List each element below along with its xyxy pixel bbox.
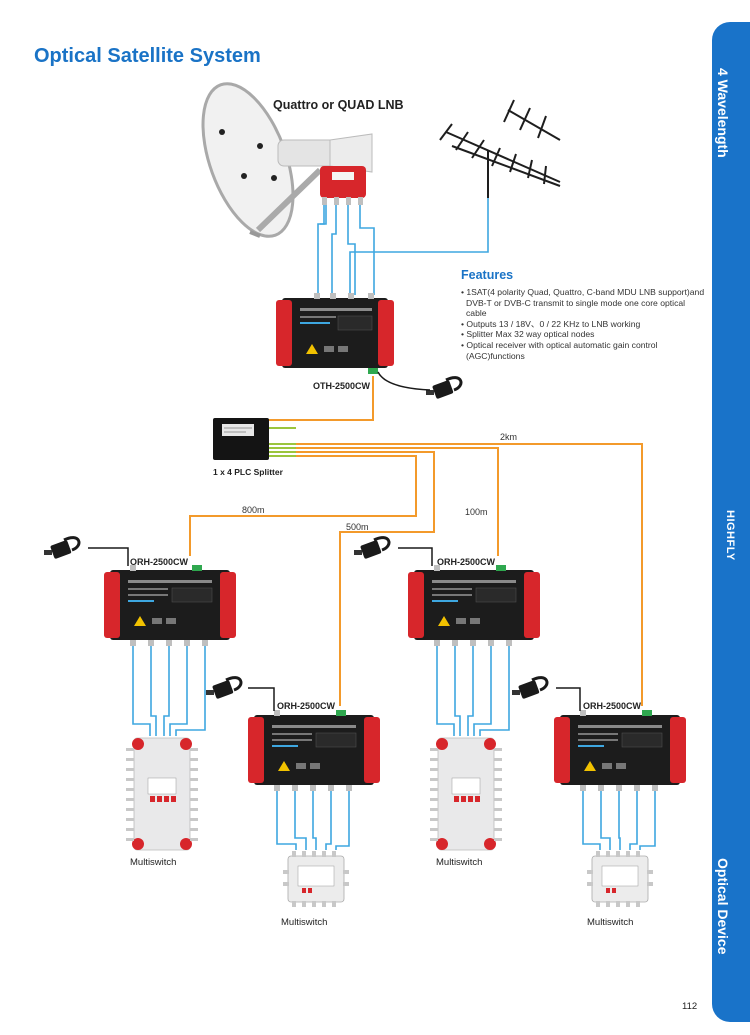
features-list: 1SAT(4 polarity Quad, Quattro, C-band MD… (461, 287, 706, 361)
distance-label-800m: 800m (242, 505, 265, 515)
feature-item: Splitter Max 32 way optical nodes (461, 329, 706, 340)
page-number: 112 (682, 1001, 698, 1012)
multiswitch-large-1 (125, 737, 199, 851)
multiswitch-small-1 (282, 850, 350, 908)
feature-item: Outputs 13 / 18V、0 / 22 KHz to LNB worki… (461, 319, 706, 330)
side-tab-top-text: 4 Wavelength (715, 68, 731, 158)
satellite-dish-icon (201, 82, 323, 238)
distance-label-2km: 2km (500, 432, 518, 442)
receiver-label-3: ORH-2500CW (277, 701, 336, 711)
receiver-label-2: ORH-2500CW (437, 557, 496, 567)
distance-label-500m: 500m (346, 522, 369, 532)
power-cables (88, 547, 581, 711)
side-tab (712, 22, 750, 1022)
splitter-label: 1 x 4 PLC Splitter (213, 467, 283, 477)
system-diagram (42, 82, 687, 908)
terrestrial-antenna-icon (439, 99, 561, 198)
coax-receiver-outputs (132, 646, 656, 850)
side-tab-bottom-text: Optical Device (715, 858, 731, 955)
multiswitch-label-2: Multiswitch (436, 857, 483, 868)
power-adapter-icon (424, 376, 463, 401)
power-cable (377, 371, 431, 391)
power-adapter-icon (510, 676, 549, 701)
power-adapter-icon (42, 536, 81, 561)
multiswitch-label-1: Multiswitch (130, 857, 177, 868)
distance-label-100m: 100m (465, 507, 488, 517)
receiver-unit-2 (407, 564, 541, 647)
power-adapter-icon (352, 536, 391, 561)
multiswitch-label-4: Multiswitch (587, 917, 634, 928)
feature-item: 1SAT(4 polarity Quad, Quattro, C-band MD… (461, 287, 706, 319)
plc-splitter-icon (213, 418, 296, 460)
multiswitch-small-2 (586, 850, 654, 908)
receiver-label-4: ORH-2500CW (583, 701, 642, 711)
quad-lnb-icon (277, 133, 373, 205)
receiver-unit-4 (553, 709, 687, 792)
receiver-unit-1 (103, 564, 237, 647)
feature-item: Optical receiver with optical automatic … (461, 340, 706, 361)
receiver-label-1: ORH-2500CW (130, 557, 189, 567)
features-title: Features (461, 268, 514, 282)
transmitter-unit (276, 293, 394, 374)
coax-lnb-to-transmitter (317, 198, 489, 295)
multiswitch-label-3: Multiswitch (281, 917, 328, 928)
multiswitch-large-2 (429, 737, 503, 851)
lnb-label: Quattro or QUAD LNB (273, 98, 404, 112)
transmitter-label: OTH-2500CW (313, 381, 371, 391)
power-adapter-icon (204, 676, 243, 701)
page-title: Optical Satellite System (34, 45, 261, 67)
brand-logo-text: HIGHFLY (724, 510, 736, 561)
receiver-unit-3 (247, 709, 381, 792)
